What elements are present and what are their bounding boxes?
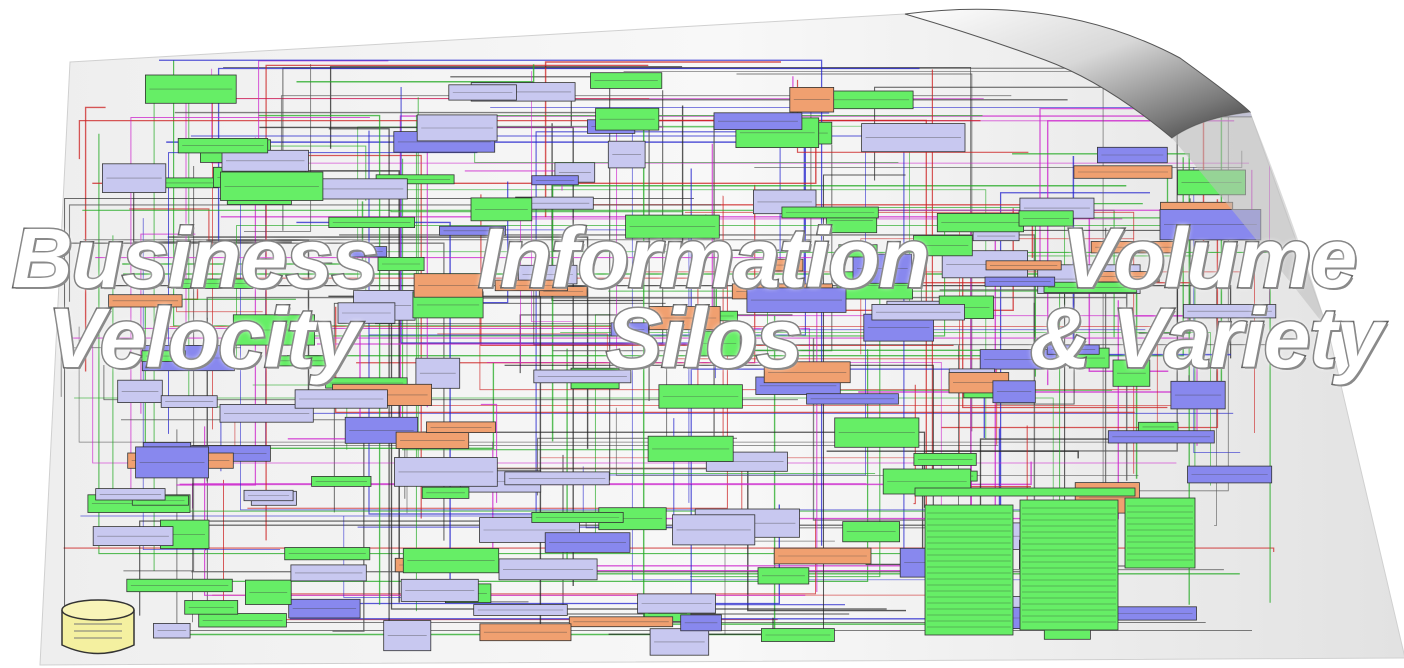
connector-line [437, 333, 608, 353]
connector-line [631, 132, 1028, 581]
connector-line [335, 306, 1135, 414]
connector-line [63, 547, 1275, 552]
connector-line [402, 158, 732, 451]
connector-line [84, 106, 106, 372]
connector-line [168, 152, 478, 434]
connector-line [390, 210, 684, 213]
connector-line [328, 128, 390, 632]
connector-line [535, 131, 752, 540]
headline-velocity: Velocity [46, 291, 361, 385]
connector-line [103, 365, 798, 401]
connector-line [941, 199, 1219, 429]
connector-line [217, 67, 920, 249]
connector-line [822, 174, 906, 635]
headline-information: Information [477, 211, 932, 305]
connector-line [826, 450, 1079, 459]
connector-line [681, 105, 780, 251]
connector-line [265, 64, 649, 541]
connector-line [480, 194, 954, 346]
connector-line [484, 125, 866, 476]
headline-silos: Silos [605, 291, 805, 385]
connector-line [329, 66, 683, 149]
connector-line [962, 237, 1168, 409]
headline-business: Business [11, 211, 380, 305]
connector-line [246, 363, 495, 449]
connector-line [298, 252, 333, 264]
connector-line [400, 87, 725, 344]
connector-line [169, 326, 1158, 437]
connector-line [339, 234, 1036, 600]
legend-table [1124, 497, 1196, 569]
connector-line [860, 238, 1134, 355]
connector-line [1214, 281, 1217, 526]
connector-line [142, 218, 281, 550]
connector-line [140, 233, 196, 414]
connector-line [98, 133, 949, 555]
connector-line [92, 339, 1177, 464]
connector-line [690, 267, 881, 578]
connector-line [95, 257, 818, 592]
connector-line [390, 318, 887, 610]
connector-line [123, 166, 195, 572]
headline-variety: & Variety [1028, 291, 1384, 385]
legend-table [924, 504, 1014, 636]
connector-line [533, 270, 1266, 346]
connector-line [173, 60, 655, 327]
connector-line [129, 208, 210, 249]
connector-line [332, 437, 365, 632]
connector-line [1138, 198, 1191, 334]
connector-line [130, 117, 370, 511]
connector-line [479, 301, 1151, 391]
connector-line [999, 192, 1150, 622]
headline-volume: Volume [1060, 211, 1358, 305]
connector-line [368, 130, 546, 515]
connector-line [204, 426, 806, 596]
connector-line [296, 64, 535, 83]
connector-line [531, 71, 573, 323]
diagram-boxes [87, 72, 1287, 656]
connector-line [333, 302, 666, 513]
database-cylinder-icon [61, 599, 135, 655]
connector-line [544, 61, 781, 218]
connector-line [63, 337, 1198, 446]
connector-line [1193, 167, 1241, 453]
legend-table [914, 487, 1136, 497]
connector-line [504, 364, 934, 567]
page-curl-shadow [1172, 112, 1328, 330]
connector-line [280, 95, 1012, 159]
legend-table [1019, 499, 1119, 631]
